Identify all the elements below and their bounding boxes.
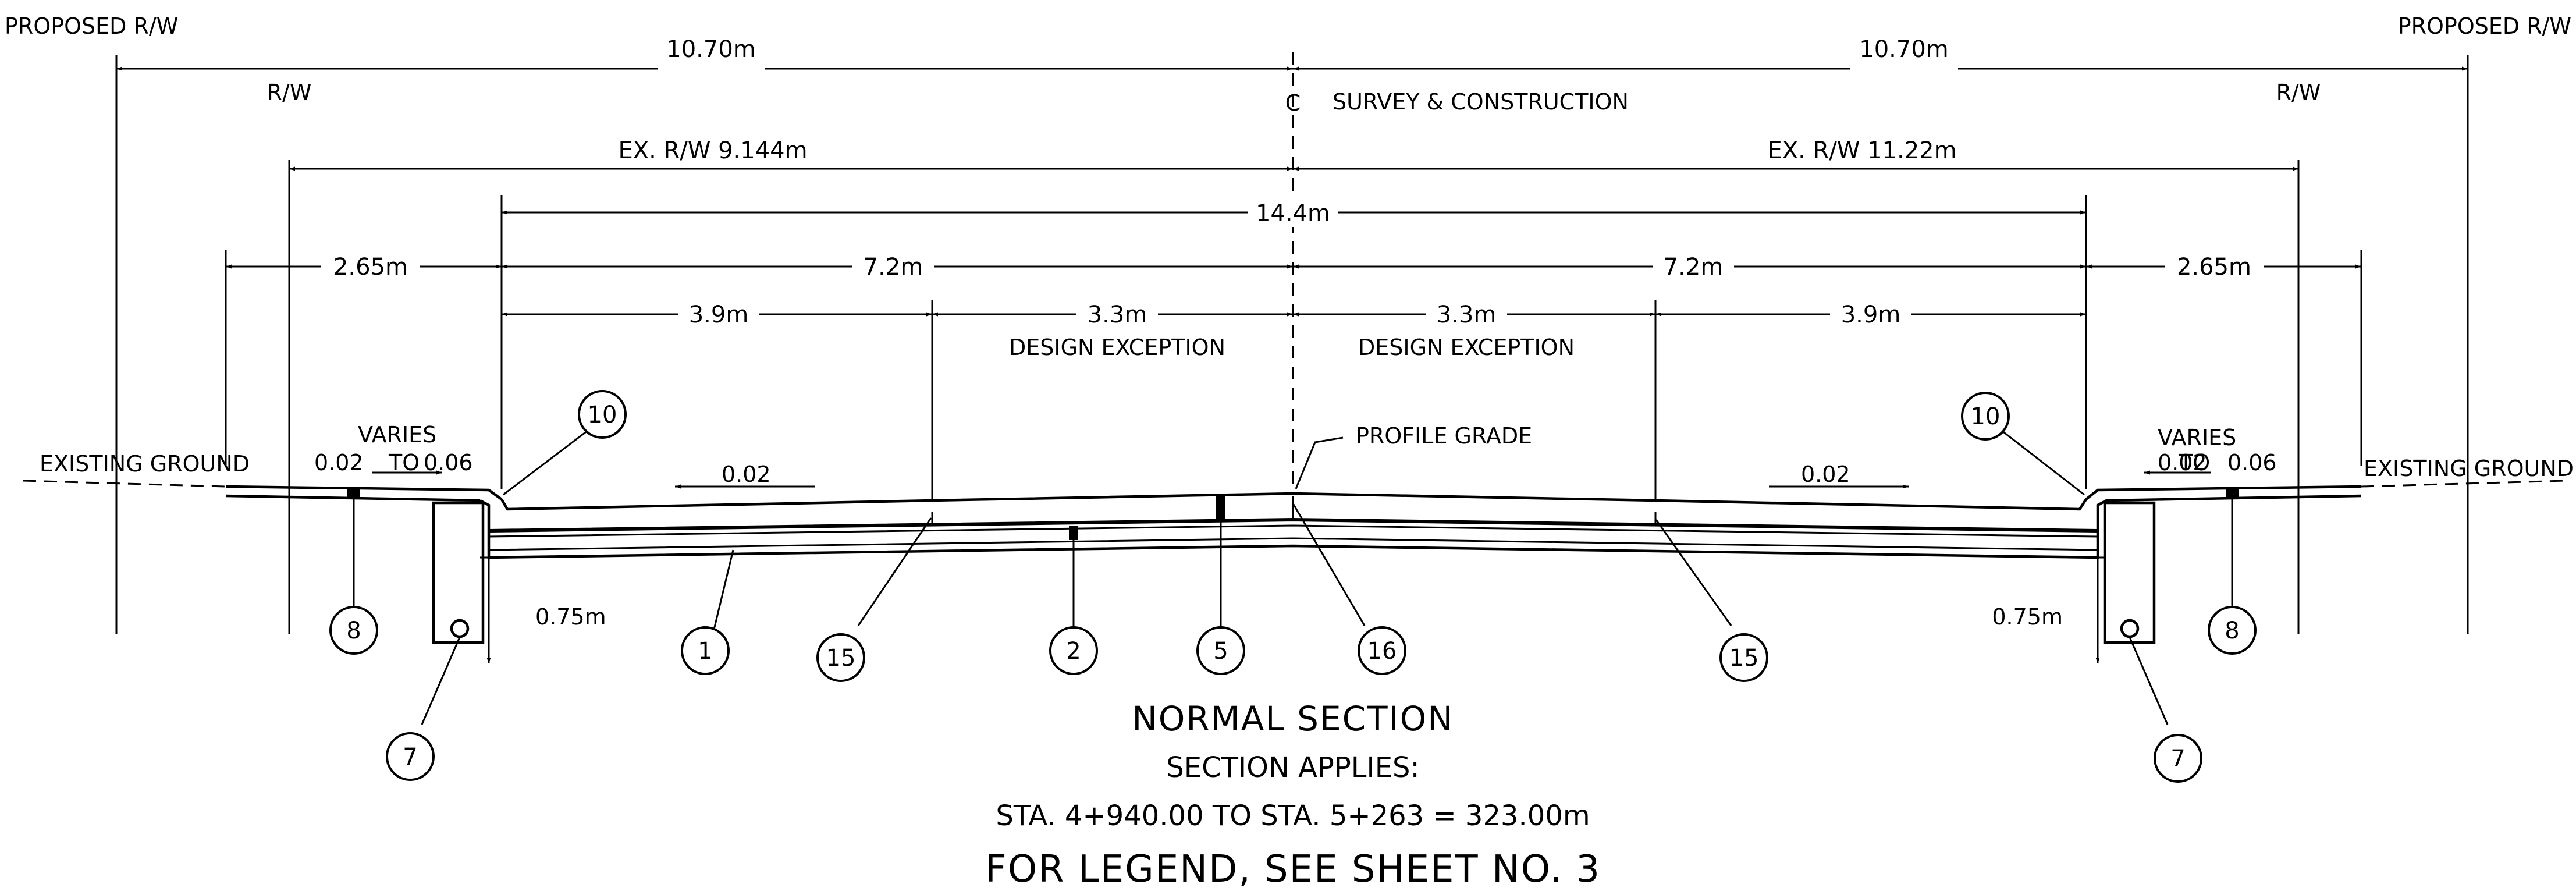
pavement-layers [479, 496, 2108, 559]
centerline-label: SURVEY & CONSTRUCTION [1333, 89, 1629, 115]
existing-ground-right: EXISTING GROUND [2364, 456, 2574, 481]
dim-shoulder-right: 2.65m [2177, 254, 2251, 281]
svg-text:1: 1 [698, 638, 712, 665]
svg-text:7: 7 [403, 744, 417, 771]
profile-grade-label: PROFILE GRADE [1356, 423, 1532, 449]
rw-right: R/W [2276, 80, 2321, 105]
callout-10-left: 10 [578, 390, 627, 439]
callouts: 10 10 8 8 7 7 1 15 [329, 390, 2257, 783]
varies-to-left: TO [388, 450, 420, 475]
dim-half-road-left: 7.2m [864, 254, 923, 281]
dimension-labels: 10.70m 10.70m EX. R/W 9.144m EX. R/W 11.… [321, 36, 2264, 329]
depth-left: 0.75m [535, 604, 606, 630]
curb-gutter [500, 492, 2087, 511]
svg-text:5: 5 [1213, 638, 1228, 665]
callout-8-left: 8 [329, 606, 378, 655]
dim-outer-lane-left: 3.9m [689, 301, 749, 328]
slope-arrows [372, 470, 2211, 489]
dim-outer-lane-right: 3.9m [1841, 301, 1901, 328]
existing-ground-left: EXISTING GROUND [40, 451, 250, 477]
section-title: NORMAL SECTION [1132, 699, 1454, 739]
callout-8-right: 8 [2208, 606, 2257, 655]
varies-range-a-right: 0.02 [2158, 450, 2207, 475]
design-exception-left: DESIGN EXCEPTION [1009, 335, 1225, 360]
dim-total-width: 14.4m [1256, 200, 1330, 227]
svg-text:7: 7 [2170, 746, 2185, 772]
dim-ex-rw-right: EX. R/W 11.22m [1767, 137, 1956, 164]
svg-text:15: 15 [826, 645, 856, 672]
varies-range-b-right: 0.06 [2227, 450, 2277, 475]
svg-text:15: 15 [1729, 645, 1759, 672]
varies-left: VARIES [358, 422, 436, 448]
svg-text:16: 16 [1367, 638, 1397, 665]
callout-15-left: 15 [816, 633, 865, 682]
proposed-rw-right: PROPOSED R/W [2398, 13, 2571, 39]
dim-half-road-right: 7.2m [1664, 254, 1724, 281]
callout-10-right: 10 [1961, 392, 2010, 441]
dim-inner-lane-left: 3.3m [1088, 301, 1147, 328]
callout-5: 5 [1196, 626, 1245, 675]
dim-half-rw-right: 10.70m [1859, 36, 1948, 63]
callout-7-left: 7 [386, 732, 435, 781]
varies-to-right: TO [2179, 450, 2210, 475]
callout-2: 2 [1049, 626, 1098, 675]
varies-range-a-left: 0.02 [314, 450, 364, 475]
dim-ex-rw-left: EX. R/W 9.144m [618, 137, 807, 164]
dim-inner-lane-right: 3.3m [1437, 301, 1497, 328]
underdrains [432, 501, 2156, 644]
callout-16: 16 [1358, 626, 1406, 675]
ground-and-shoulders [23, 480, 2567, 502]
svg-text:8: 8 [2225, 617, 2239, 644]
extension-lines [115, 52, 2469, 634]
leader-lines [353, 429, 2233, 725]
callout-1: 1 [681, 626, 730, 675]
station-range: STA. 4+940.00 TO STA. 5+263 = 323.00m [996, 800, 1590, 832]
varies-right: VARIES [2158, 425, 2236, 450]
depth-dimension [480, 556, 2106, 663]
svg-text:2: 2 [1066, 638, 1081, 665]
varies-range-b-left: 0.06 [424, 450, 473, 475]
rw-left: R/W [267, 80, 312, 105]
depth-right: 0.75m [1992, 604, 2063, 630]
legend-reference: FOR LEGEND, SEE SHEET NO. 3 [985, 848, 1601, 891]
centerline-mark: C [1285, 90, 1301, 116]
callout-7-right: 7 [2154, 734, 2202, 783]
section-applies: SECTION APPLIES: [1166, 751, 1419, 784]
dim-half-rw-left: 10.70m [666, 36, 755, 63]
design-exception-right: DESIGN EXCEPTION [1358, 335, 1575, 360]
title-block: NORMAL SECTION SECTION APPLIES: STA. 4+9… [985, 699, 1601, 891]
labels: PROPOSED R/W PROPOSED R/W R/W R/W C SURV… [5, 13, 2574, 630]
slope-right: 0.02 [1801, 462, 1850, 487]
dim-shoulder-left: 2.65m [333, 254, 408, 281]
svg-text:10: 10 [1971, 403, 2001, 430]
svg-text:10: 10 [588, 402, 617, 428]
callout-15-right: 15 [1719, 633, 1768, 682]
proposed-rw-left: PROPOSED R/W [5, 13, 178, 39]
svg-text:8: 8 [346, 617, 361, 644]
slope-left: 0.02 [722, 462, 771, 487]
